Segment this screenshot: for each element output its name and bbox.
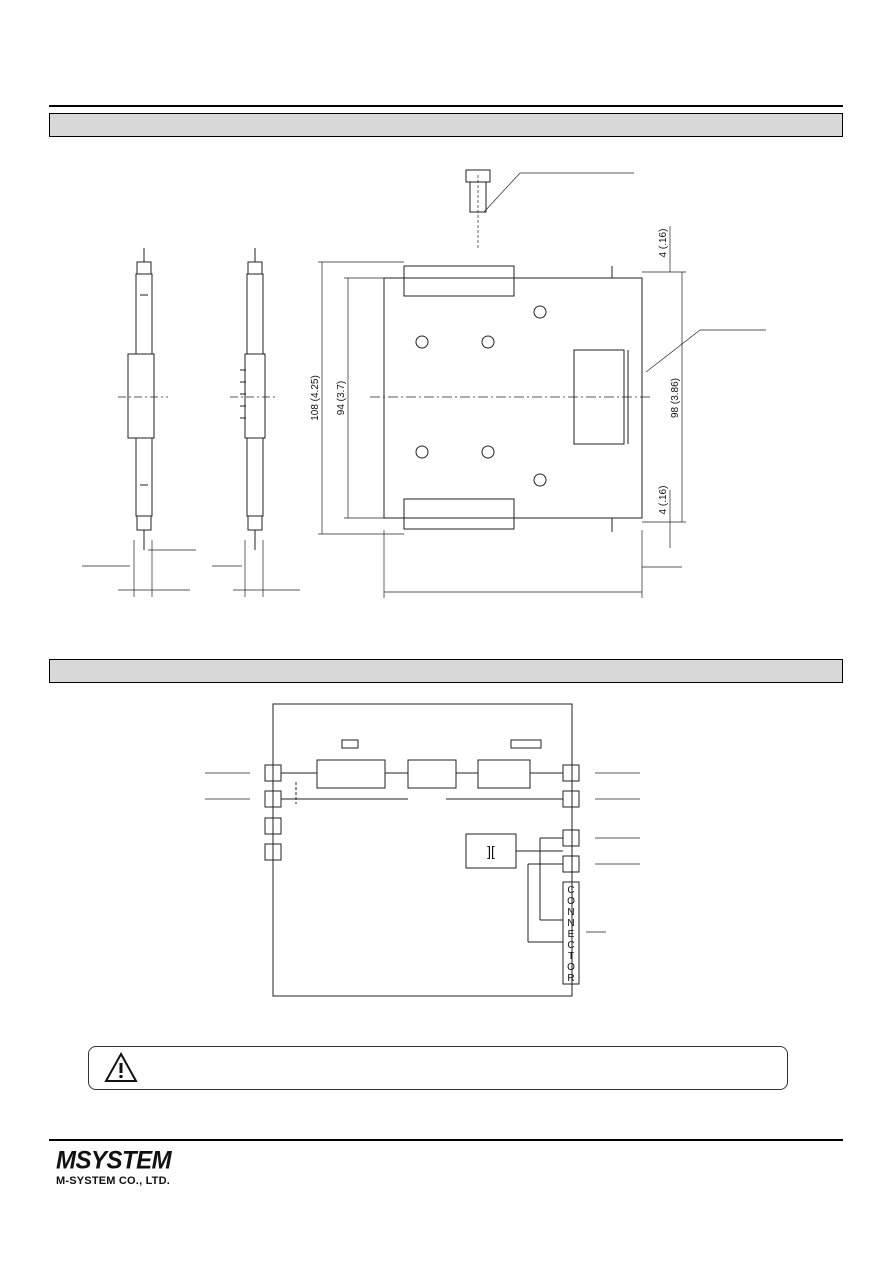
svg-text:O: O — [567, 896, 575, 907]
dim-inner-height: 94 (3.7) — [336, 381, 347, 415]
section-bar-dimensions — [49, 113, 843, 137]
svg-text:N: N — [567, 907, 574, 918]
section-bar-schematic — [49, 659, 843, 683]
dim-rail-height: 98 (3.86) — [670, 378, 681, 418]
svg-text:C: C — [567, 940, 574, 951]
warning-triangle-icon — [104, 1051, 138, 1082]
dimension-lines — [318, 172, 766, 598]
svg-text:O: O — [567, 962, 575, 973]
block-diagram — [205, 703, 640, 997]
side-view-right — [212, 248, 300, 597]
footer-rule — [49, 1139, 843, 1141]
svg-text:E: E — [568, 929, 575, 940]
dim-bottom-offset: 4 (.16) — [658, 486, 669, 515]
side-view-left — [82, 248, 196, 597]
svg-text:R: R — [567, 973, 574, 984]
front-view — [370, 169, 650, 532]
dim-overall-height: 108 (4.25) — [310, 375, 321, 421]
connector-label: C O N N E C T O R — [567, 885, 575, 984]
svg-text:N: N — [567, 918, 574, 929]
warning-box — [88, 1046, 788, 1090]
company-logo: MSYSTEM M-SYSTEM CO., LTD. — [56, 1146, 172, 1188]
dim-top-offset: 4 (.16) — [658, 229, 669, 258]
header-rule — [49, 105, 843, 107]
company-name: M-SYSTEM CO., LTD. — [56, 1175, 171, 1187]
svg-text:T: T — [568, 951, 574, 962]
logo-mark: MSYSTEM — [56, 1146, 172, 1175]
transformer-icon: ][ — [487, 843, 495, 859]
svg-text:C: C — [567, 885, 574, 896]
